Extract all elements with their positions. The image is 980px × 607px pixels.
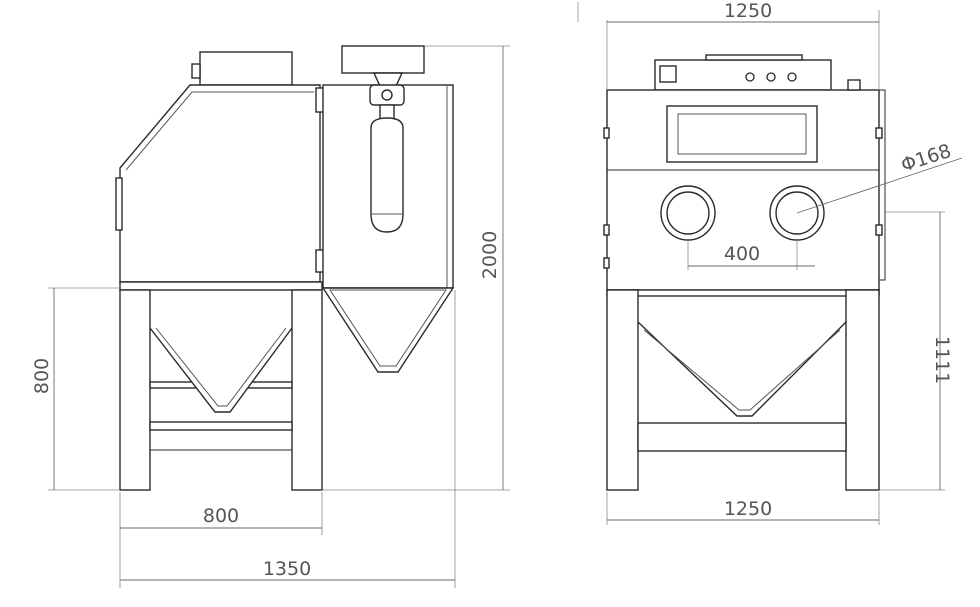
front-right-clip-1 [875,127,883,139]
side-dimensions: 800 1350 2000 800 [31,45,510,588]
front-hopper [637,321,847,417]
front-stand-lower-rail [637,422,847,452]
front-left-clip-3 [603,257,610,269]
side-motor-knob [191,63,201,79]
dim-side-leg-height: 800 [31,358,53,394]
front-glove-port-left-inner [666,191,710,235]
dim-front-bottom-width: 1250 [724,498,772,520]
dim-front-hole-diameter: Φ168 [898,140,954,177]
side-cabinet-inner-edge [125,91,314,171]
side-stand-lower-rail [149,421,293,431]
side-filter-hopper [321,287,455,373]
side-regulator-dial [381,89,393,101]
front-leg-left [606,289,639,491]
dim-front-right-height: 1111 [931,336,953,384]
front-control-box [654,59,832,91]
front-left-clip-1 [603,127,610,139]
side-main-hopper [149,327,293,413]
side-view [115,45,455,491]
front-button-3 [787,72,797,82]
side-motor-box [199,51,293,86]
dim-side-base-width: 800 [203,505,239,527]
front-button-2 [766,72,776,82]
front-leg-right [845,289,880,491]
side-main-cabinet [119,84,321,283]
side-stand-top-rail [119,281,323,291]
dim-front-hole-spacing: 400 [724,243,760,265]
dim-side-total-width: 1350 [263,558,311,580]
front-window-frame [666,105,818,163]
side-main-hopper-inner [155,327,287,407]
front-view [603,54,886,491]
side-fan-neck [372,72,404,87]
side-regulator-stem [379,104,395,120]
front-left-clip-2 [603,224,610,236]
side-leg-right [291,289,323,491]
front-right-clip-2 [875,224,883,236]
front-window-glass [677,113,807,155]
front-hopper-inner [643,329,841,411]
front-button-1 [745,72,755,82]
front-side-panel [878,89,886,281]
side-filter-cartridge [370,117,404,233]
side-filter-hopper-inner [329,289,447,367]
side-front-latch [115,177,123,231]
side-leg-left [119,289,151,491]
front-control-lid [705,54,803,61]
dim-line-hole-diameter [796,157,963,214]
dim-side-total-height: 2000 [479,231,501,279]
side-fan-housing [341,45,425,74]
dim-front-top-width: 1250 [724,0,772,22]
front-side-latch [847,79,861,91]
front-stand-top-rail [606,289,880,297]
front-power-switch [659,65,677,83]
